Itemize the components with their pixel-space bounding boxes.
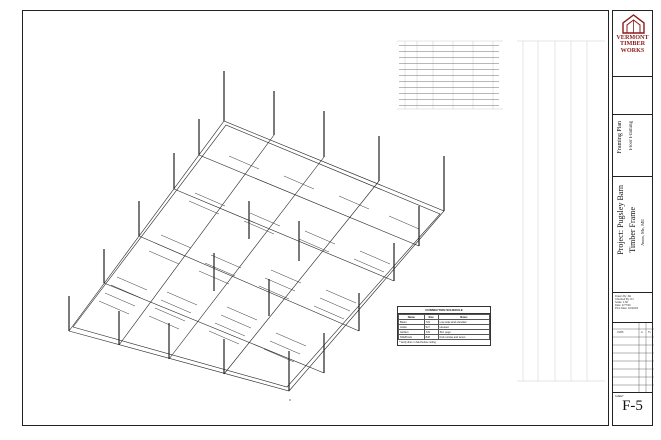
connection-schedule: CONNECTION SCHEDULE Name Size Notes Beam…	[397, 306, 491, 346]
project-label: Project:	[616, 229, 625, 255]
revision-id: A	[641, 331, 643, 334]
project-name-2: Timber Frame	[628, 207, 637, 253]
project-name-line: Timber Frame	[628, 207, 637, 253]
sheet-title-block: Framing Plan Floor Framing	[613, 115, 652, 177]
revision-block: 01/05 A TL	[613, 323, 654, 393]
project-location-text: Avon, Me, ME	[640, 219, 645, 246]
schedule-cell: Sills/Posts	[398, 334, 425, 340]
table-row: Sills/Posts 8x8 Full mortise and tenon	[398, 334, 491, 340]
barn-logo-icon	[622, 14, 645, 34]
schedule-note: * Verify dims. in field before cutting.	[399, 341, 437, 344]
company-logo-block: VERMONT TIMBER WORKS	[613, 11, 652, 77]
stamp-line: Drawn By: ZE	[615, 295, 631, 298]
revision-grid	[613, 323, 654, 393]
schedule-title: CONNECTION SCHEDULE	[398, 307, 490, 314]
sheet-number-block: SHEET F-5	[613, 393, 652, 427]
revision-date: 01/05	[617, 331, 624, 334]
schedule-cell: 8x8	[423, 334, 439, 340]
cut-list-table	[397, 40, 605, 382]
company-name-line: WORKS	[620, 46, 645, 54]
company-name-line: TIMBER	[619, 40, 646, 48]
schedule-cell: Full mortise and tenon	[437, 334, 491, 340]
stamp-line: Scale: 1:50	[615, 301, 628, 304]
revision-by: TL	[648, 331, 652, 334]
drawing-sheet: CONNECTION SCHEDULE Name Size Notes Beam…	[22, 10, 609, 426]
project-name-line: Pugsley Barn	[616, 185, 625, 228]
schedule-table: Name Size Notes Beam 7x9 Low side wind s…	[398, 314, 491, 340]
stamp-block: Drawn By: ZE Checked By: DJ Scale: 1:50 …	[613, 293, 652, 323]
stamp-line: Date: 4/??/03	[615, 304, 631, 307]
sheet-number: F-5	[622, 398, 643, 414]
sheet-title-line: Floor Framing	[629, 121, 634, 151]
project-name: Project: Pugsley Barn	[616, 185, 625, 255]
isometric-frame-drawing	[68, 71, 445, 401]
project-location: Avon, Me, ME	[640, 219, 645, 246]
stamp-line: Checked By: DJ	[615, 298, 634, 301]
sheet-title-line: Framing Plan	[617, 121, 623, 154]
company-name-line: VERMONT	[616, 34, 649, 41]
stamp-line: Print Date: 10/24/03	[615, 307, 639, 310]
company-name: VERMONT TIMBER WORKS	[613, 34, 652, 54]
title-block: VERMONT TIMBER WORKS Framing Plan Floor …	[612, 10, 654, 427]
sheet-label: SHEET	[615, 395, 624, 398]
project-block: Project: Pugsley Barn Timber Frame Avon,…	[613, 177, 652, 293]
sheet-title: Framing Plan	[617, 121, 623, 154]
notes-block	[613, 77, 652, 115]
sheet-subtitle: Floor Framing	[629, 121, 634, 150]
